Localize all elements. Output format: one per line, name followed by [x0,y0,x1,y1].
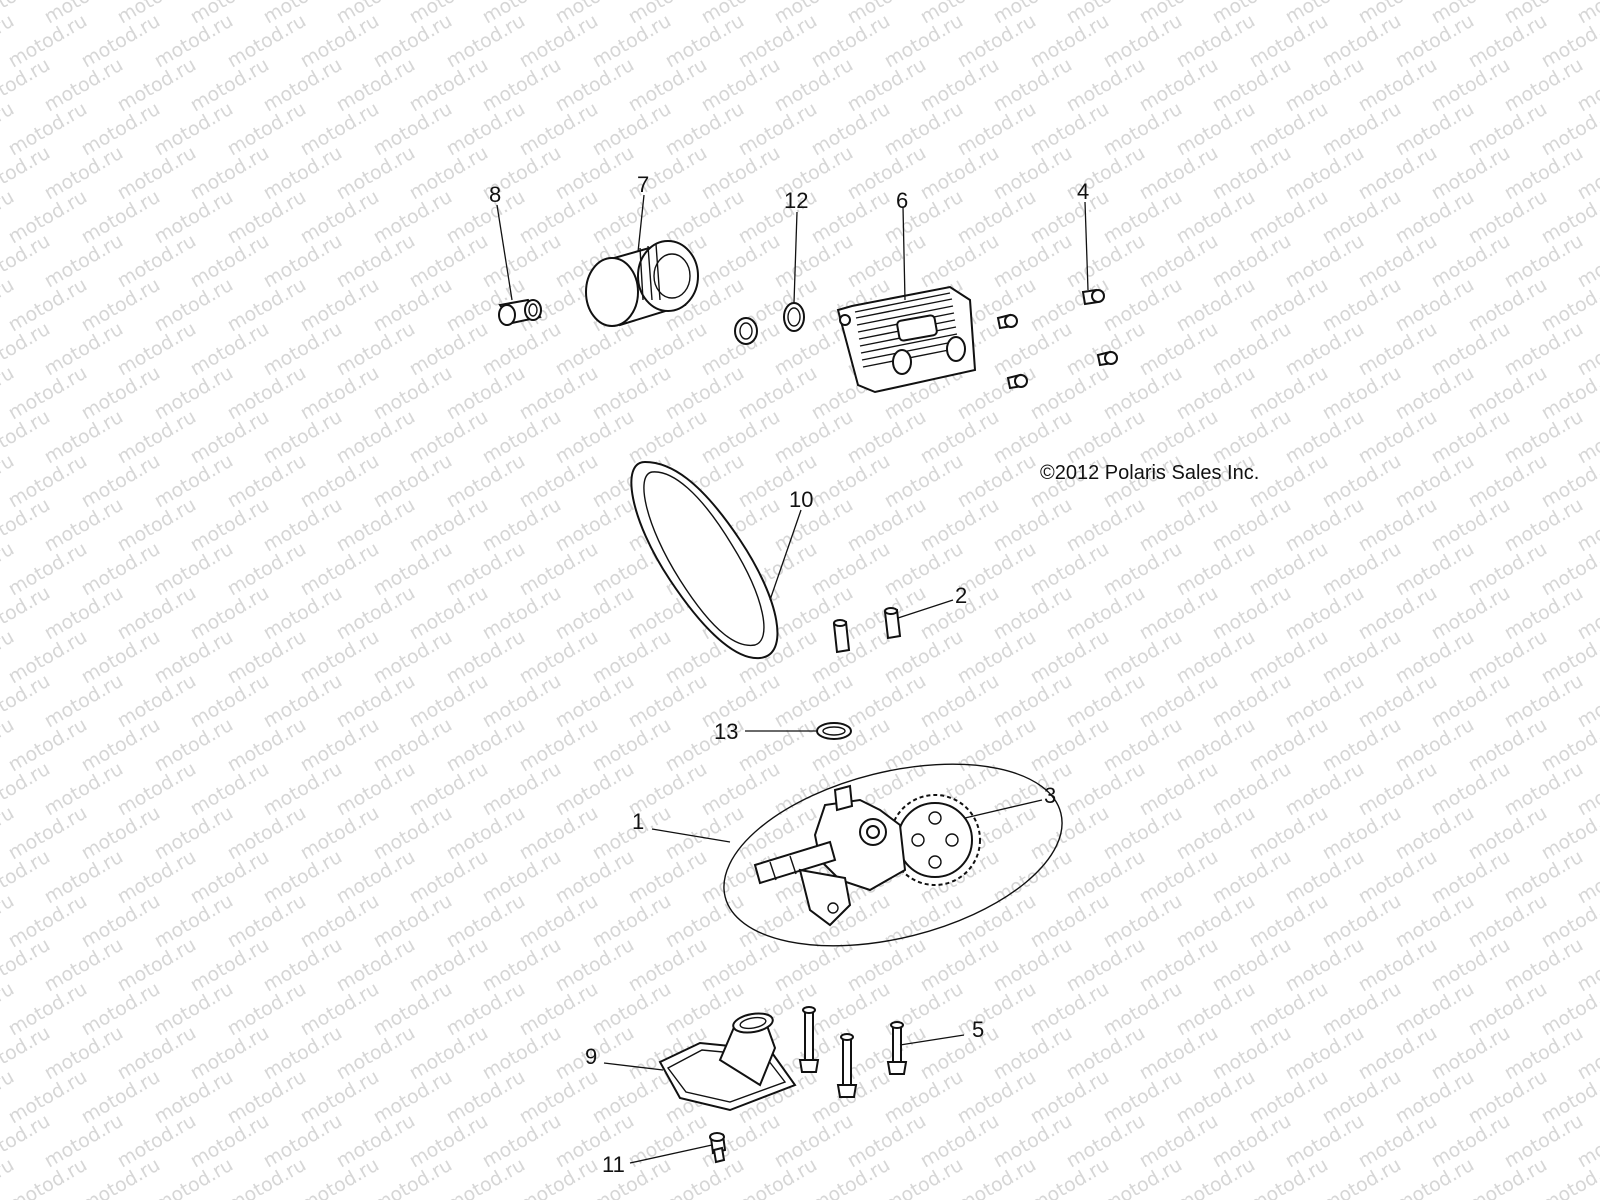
callout-labels: 8 7 12 6 4 10 2 13 1 3 5 9 11 [489,172,1089,1177]
callout-10: 10 [789,487,813,512]
callout-2: 2 [955,583,967,608]
oil-cooler-icon [836,285,977,394]
callout-1: 1 [632,809,644,834]
copyright-text: ©2012 Polaris Sales Inc. [1040,462,1259,484]
oil-pickup-icon [658,1012,797,1112]
callout-9: 9 [585,1044,597,1069]
part-4-screws [996,288,1118,390]
drive-belt-icon [630,460,779,660]
callout-13: 13 [714,719,738,744]
callout-3: 3 [1044,783,1056,808]
oil-filter-icon [585,240,699,327]
leader-lines [496,194,1089,1164]
part-13-oring [816,722,852,740]
callout-12: 12 [784,188,808,213]
part-12-orings [734,302,805,345]
part-8-bushing [498,298,542,326]
oil-pump-icon [723,763,1063,947]
callout-7: 7 [637,172,649,197]
part-5-bolts [798,1006,908,1098]
callout-6: 6 [896,188,908,213]
part-2-dowels [832,607,902,654]
callout-5: 5 [972,1017,984,1042]
callout-4: 4 [1077,179,1089,204]
callout-11: 11 [602,1152,625,1177]
part-11-bolt [709,1132,727,1164]
callout-8: 8 [489,182,501,207]
